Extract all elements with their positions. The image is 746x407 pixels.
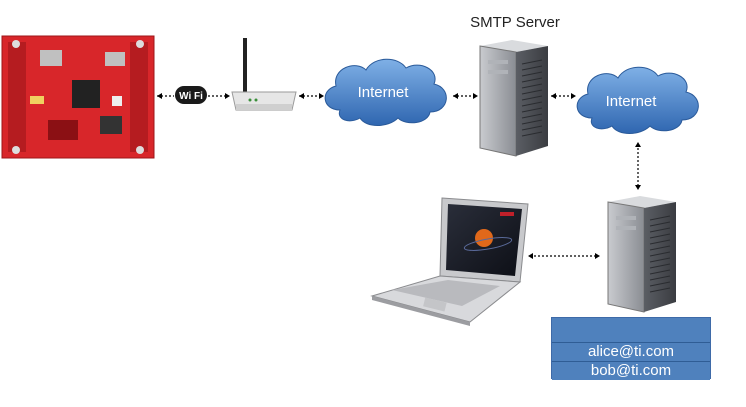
wifi-badge-icon: Wi Fi bbox=[175, 86, 207, 104]
launchpad-board-icon bbox=[1, 35, 155, 159]
cloud-icon bbox=[576, 66, 699, 134]
wifi-router-icon bbox=[231, 38, 297, 111]
cloud-icon bbox=[324, 58, 447, 126]
internet-left-label: Internet bbox=[358, 84, 410, 101]
mailbox-entry: bob@ti.com bbox=[552, 362, 710, 380]
smtp-server-label: SMTP Server bbox=[470, 14, 560, 31]
mailbox-entry: alice@ti.com bbox=[552, 343, 710, 362]
wifi-label: Wi Fi bbox=[179, 91, 203, 102]
laptop-icon bbox=[370, 197, 529, 326]
server-tower-icon bbox=[607, 196, 676, 313]
internet-right-label: Internet bbox=[606, 93, 658, 110]
server-tower-icon bbox=[479, 40, 548, 157]
mailbox-header bbox=[552, 318, 710, 343]
mailbox-list: alice@ti.com bob@ti.com bbox=[551, 317, 711, 380]
